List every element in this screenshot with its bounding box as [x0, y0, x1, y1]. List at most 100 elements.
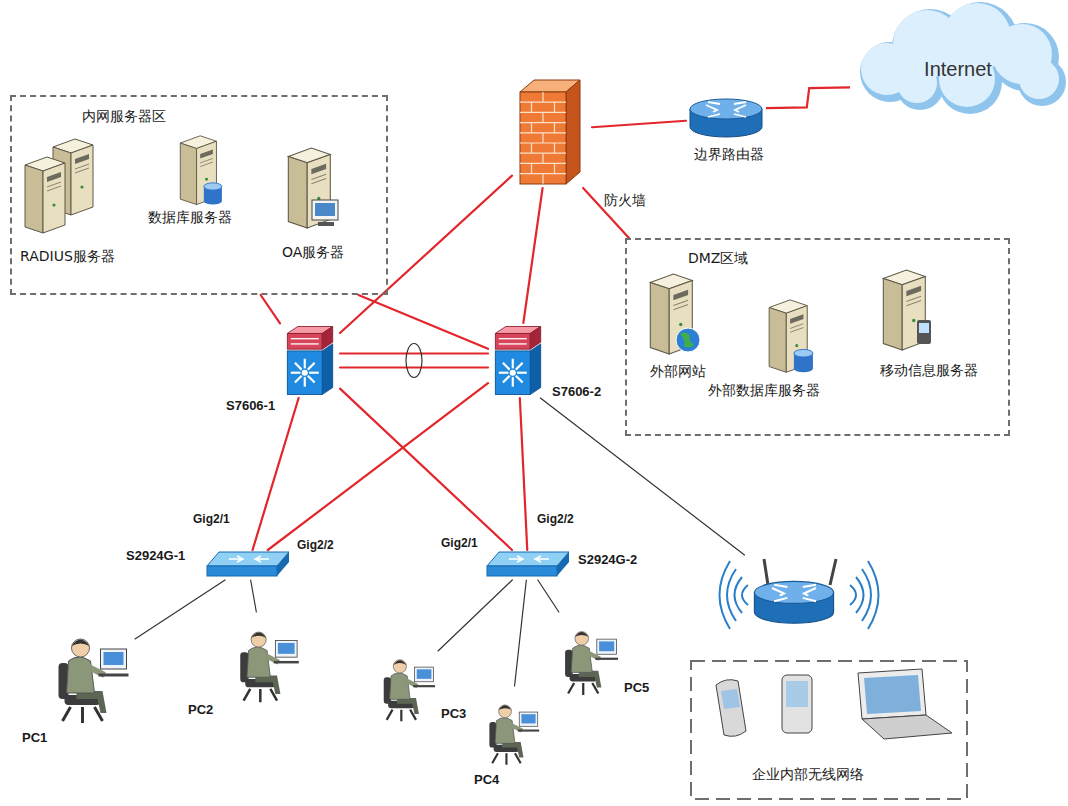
device-label: S2924G-2 [578, 552, 637, 568]
db-illustration [762, 298, 822, 378]
oa-illustration [282, 142, 344, 234]
network-link [438, 580, 512, 651]
pc-illustration [372, 640, 438, 725]
sw-illustration [205, 550, 291, 580]
user-pc: PC5 [553, 612, 621, 698]
link-line [268, 383, 488, 550]
access-switch-icon: S2924G-2 [485, 550, 571, 580]
mob-illustration [877, 264, 941, 354]
server-icon: 外部网站 [644, 268, 710, 360]
core-switch-icon: S7606-1 [280, 323, 340, 398]
server-icon: 数据库服务器 [172, 134, 232, 210]
network-link [340, 176, 512, 333]
network-link [523, 188, 542, 323]
device-label: PC1 [22, 730, 47, 746]
port-label: Gig2/2 [296, 538, 335, 552]
network-link [340, 389, 512, 550]
device-label: S2924G-1 [126, 548, 185, 564]
core-illustration [280, 323, 340, 398]
pc-illustration [40, 615, 135, 725]
link-line [358, 295, 488, 349]
user-pc: PC1 [40, 615, 135, 725]
sw-illustration [485, 550, 571, 580]
cloud-illustration [850, 2, 1066, 110]
device-label: 移动信息服务器 [880, 362, 978, 378]
port-label: Gig2/1 [192, 512, 231, 526]
link-line [251, 580, 257, 612]
network-link [520, 398, 527, 550]
link-bundle-mark [406, 344, 422, 378]
rack-illustration [17, 137, 97, 237]
pc-illustration [553, 612, 621, 698]
link-line [438, 580, 512, 651]
server-icon: OA服务器 [282, 142, 344, 234]
network-link [251, 580, 257, 612]
server-icon: 外部数据库服务器 [762, 298, 822, 378]
network-link [268, 383, 488, 550]
device-label: 外部网站 [650, 363, 706, 379]
firewall-icon: 防火墙 [512, 72, 592, 188]
link-line [261, 295, 280, 323]
port-label: Gig2/1 [440, 536, 479, 550]
link-line [340, 389, 512, 550]
access-switch-icon: S2924G-1 [205, 550, 291, 580]
link-line [340, 176, 512, 333]
device-label: 防火墙 [604, 192, 646, 208]
fw-illustration [512, 72, 592, 188]
router-icon: 边界路由器 [686, 95, 766, 141]
db-illustration [172, 134, 232, 210]
network-link [592, 121, 686, 127]
network-link [358, 295, 488, 349]
device-label: 数据库服务器 [148, 209, 232, 225]
device-label: S7606-1 [226, 398, 275, 414]
network-link [538, 580, 559, 612]
device-label: PC5 [624, 680, 649, 696]
link-line [340, 352, 488, 354]
server-icon: RADIUS服务器 [17, 137, 97, 237]
device-label: PC2 [188, 702, 213, 718]
link-line [592, 121, 686, 127]
device-label: OA服务器 [282, 244, 344, 260]
network-link [340, 344, 488, 378]
network-link [540, 398, 744, 555]
user-pc: PC4 [478, 686, 542, 768]
region-heading: DMZ区域 [688, 250, 748, 266]
user-pc: PC3 [372, 640, 438, 725]
core-illustration [488, 323, 548, 398]
link-line [540, 398, 744, 555]
link-line [515, 580, 527, 686]
link-line [523, 188, 542, 323]
device-label: RADIUS服务器 [20, 248, 115, 264]
router-illustration [686, 95, 766, 141]
device-label: PC3 [441, 706, 466, 722]
region-box: DMZ区域外部网站外部数据库服务器移动信息服务器 [625, 238, 1010, 436]
wireless-illustration [690, 555, 968, 800]
region-heading: 内网服务器区 [82, 108, 166, 124]
core-switch-icon: S7606-2 [488, 323, 548, 398]
web-illustration [644, 268, 710, 360]
server-icon: 移动信息服务器 [877, 264, 941, 354]
link-line [340, 366, 488, 368]
network-link [253, 398, 299, 550]
network-link [766, 87, 850, 108]
link-line [253, 398, 299, 550]
pc-illustration [222, 612, 307, 704]
device-label: 外部数据库服务器 [708, 382, 820, 398]
device-label: Internet [924, 58, 992, 80]
link-line [538, 580, 559, 612]
device-label: PC4 [474, 772, 499, 788]
wan-link [766, 87, 850, 108]
network-link [515, 580, 527, 686]
device-label: 企业内部无线网络 [752, 766, 864, 782]
user-pc: PC2 [222, 612, 307, 704]
pc-illustration [478, 686, 542, 768]
network-link [261, 295, 280, 323]
region-box: 内网服务器区RADIUS服务器数据库服务器OA服务器 [10, 95, 388, 295]
link-line [520, 398, 527, 550]
device-label: 边界路由器 [694, 146, 764, 162]
wireless-zone: 企业内部无线网络 [690, 555, 968, 800]
cloud-shape: Internet [850, 2, 1066, 110]
network-link [135, 580, 225, 639]
link-line [135, 580, 225, 639]
